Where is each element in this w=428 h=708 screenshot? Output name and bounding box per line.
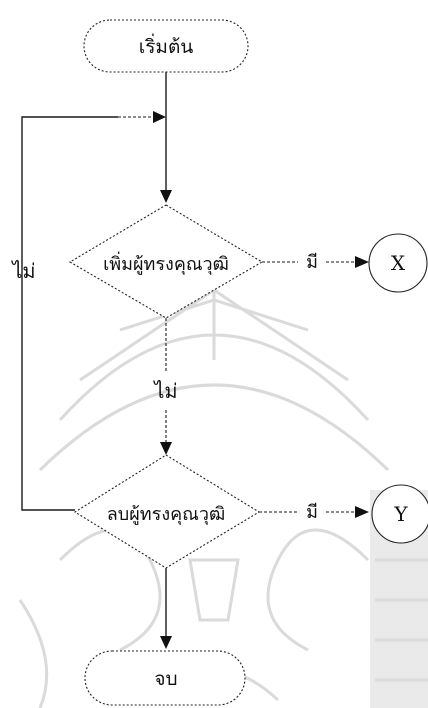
connector-x-label: X <box>391 251 406 275</box>
arrowhead-to-x <box>355 256 369 268</box>
decision-add-label: เพิ่มผู้ทรงคุณวุฒิ <box>103 251 229 275</box>
loop-back-line <box>22 117 118 510</box>
connector-y-label: Y <box>393 502 408 526</box>
start-label: เริ่มต้น <box>139 33 194 58</box>
no-label-loop: ไม่ <box>10 259 35 283</box>
arrowhead-into-end <box>160 636 172 649</box>
no-label-add: ไม่ <box>152 379 177 403</box>
arrowhead-to-y <box>355 506 369 518</box>
arrowhead-into-add-decision <box>160 190 172 203</box>
arrowhead-loop-back <box>153 111 166 123</box>
end-label: จบ <box>154 668 177 690</box>
yes-label-add: มี <box>306 252 318 273</box>
decision-delete-label: ลบผู้ทรงคุณวุฒิ <box>107 504 225 525</box>
yes-label-delete: มี <box>306 502 318 523</box>
arrowhead-into-delete-decision <box>160 442 172 455</box>
